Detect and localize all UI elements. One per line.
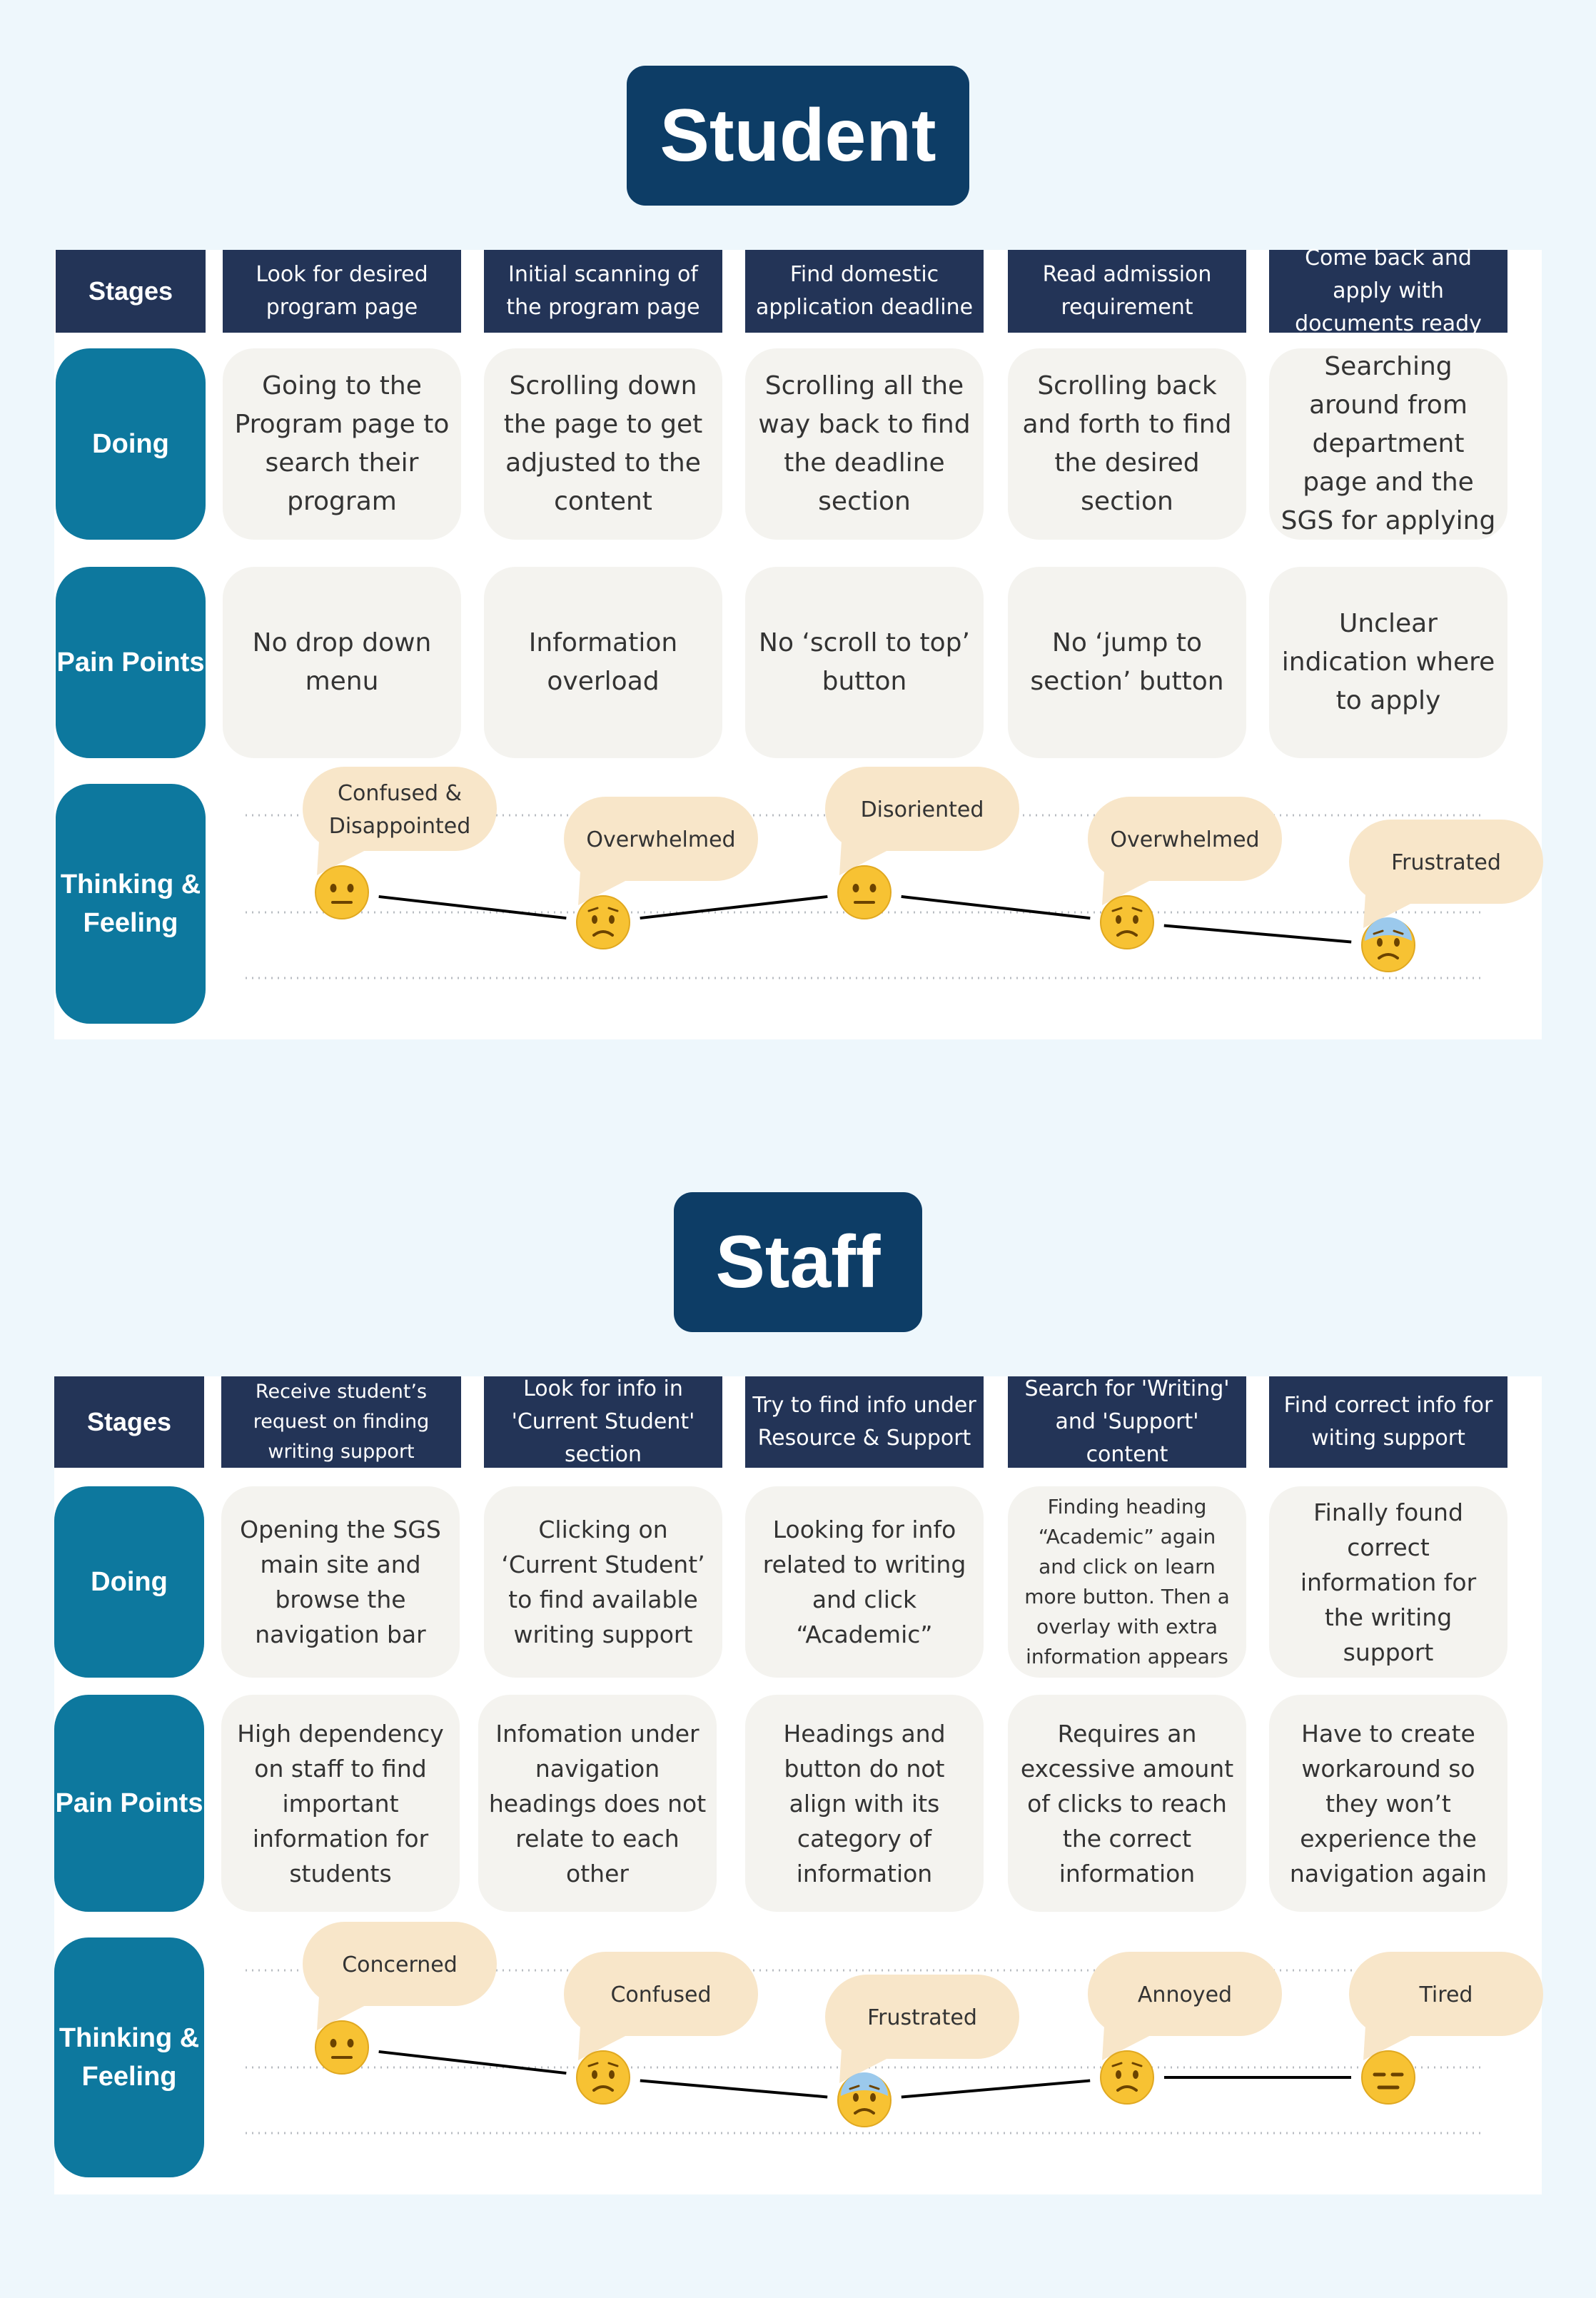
feeling-bubble: Disoriented bbox=[825, 767, 1019, 875]
stages-label: Stages bbox=[54, 1376, 204, 1468]
thinking-label-line1: Thinking & bbox=[60, 870, 201, 899]
feeling-connector bbox=[378, 2050, 567, 2075]
doing-label: Doing bbox=[54, 1486, 204, 1678]
stage-5: Find correct info for witing support bbox=[1269, 1376, 1507, 1468]
thinking-feeling-label: Thinking & Feeling bbox=[54, 1937, 204, 2177]
feeling-bubble: Frustrated bbox=[1349, 820, 1543, 928]
pain-point-cell-2: Infomation under navigation headings doe… bbox=[478, 1695, 717, 1912]
feeling-bubble: Overwhelmed bbox=[564, 797, 758, 905]
feeling-label: Confused bbox=[610, 1982, 711, 2007]
stage-5: Come back and apply with documents ready bbox=[1269, 246, 1507, 336]
worried-face-icon bbox=[1100, 2050, 1154, 2105]
pain-point-cell-5: Have to create workaround so they won’t … bbox=[1269, 1695, 1507, 1912]
journey-map-student: Stages Look for desired program page Ini… bbox=[54, 246, 1543, 1039]
doing-cell-1: Going to the Program page to search thei… bbox=[223, 348, 461, 540]
feeling-connector bbox=[378, 894, 567, 920]
feeling-connector bbox=[901, 2079, 1091, 2099]
doing-cell-4: Scrolling back and forth to find the des… bbox=[1008, 348, 1246, 540]
pain-point-cell-4: Requires an excessive amount of clicks t… bbox=[1008, 1695, 1246, 1912]
stage-2: Initial scanning of the program page bbox=[484, 250, 722, 333]
pain-point-cell-3: Headings and button do not align with it… bbox=[745, 1695, 984, 1912]
doing-cell-2: Scrolling down the page to get adjusted … bbox=[484, 348, 722, 540]
anxious-sweat-face-icon bbox=[1361, 917, 1415, 972]
stage-1: Look for desired program page bbox=[223, 250, 461, 333]
feeling-connector bbox=[1163, 924, 1352, 944]
section-title-student: Student bbox=[627, 66, 969, 206]
feeling-bubble: Tired bbox=[1349, 1952, 1543, 2060]
worried-face-icon bbox=[576, 895, 630, 949]
feeling-label: Frustrated bbox=[867, 2005, 977, 2030]
feeling-label: Confused &Disappointed bbox=[329, 781, 471, 839]
pain-points-label: Pain Points bbox=[56, 567, 206, 758]
feeling-bubble: Confused bbox=[564, 1952, 758, 2060]
neutral-face-icon bbox=[315, 2020, 369, 2075]
doing-cell-1: Opening the SGS main site and browse the… bbox=[221, 1486, 460, 1678]
feeling-bubble: Overwhelmed bbox=[1088, 797, 1282, 905]
doing-cell-5: Finally found correct information for th… bbox=[1269, 1486, 1507, 1678]
doing-cell-4: Finding heading “Academic” again and cli… bbox=[1008, 1486, 1246, 1678]
section-title-staff: Staff bbox=[674, 1192, 922, 1332]
neutral-face-icon bbox=[837, 865, 892, 919]
stage-1: Receive student’s request on finding wri… bbox=[221, 1376, 461, 1468]
doing-cell-5: Searching around from department page an… bbox=[1269, 348, 1507, 540]
doing-cell-3: Scrolling all the way back to find the d… bbox=[745, 348, 984, 540]
pain-point-cell-3: No ‘scroll to top’ button bbox=[745, 567, 984, 758]
feeling-bubble: Confused &Disappointed bbox=[303, 767, 497, 875]
feeling-label: Overwhelmed bbox=[586, 827, 735, 852]
pain-point-cell-2: Information overload bbox=[484, 567, 722, 758]
pain-point-cell-1: High dependency on staff to find importa… bbox=[221, 1695, 460, 1912]
expressionless-face-icon bbox=[1361, 2050, 1415, 2105]
journey-map-staff: Stages Receive student’s request on find… bbox=[54, 1376, 1543, 2194]
worried-face-icon bbox=[576, 2050, 630, 2105]
feeling-label: Concerned bbox=[342, 1952, 458, 1977]
thinking-feeling-label: Thinking & Feeling bbox=[56, 784, 206, 1024]
doing-cell-3: Looking for info related to writing and … bbox=[745, 1486, 984, 1678]
pain-points-label: Pain Points bbox=[54, 1695, 204, 1912]
feeling-connector bbox=[640, 2079, 828, 2099]
doing-cell-2: Clicking on ‘Current Student’ to find av… bbox=[484, 1486, 722, 1678]
feeling-label: Frustrated bbox=[1391, 850, 1501, 875]
pain-point-cell-1: No drop down menu bbox=[223, 567, 461, 758]
stage-2: Look for info in 'Current Student' secti… bbox=[484, 1376, 722, 1468]
feeling-bubble: Frustrated bbox=[825, 1975, 1019, 2083]
thinking-label-line2: Feeling bbox=[83, 908, 178, 938]
stage-4: Search for 'Writing' and 'Support' conte… bbox=[1008, 1376, 1246, 1468]
stage-3: Try to find info under Resource & Suppor… bbox=[745, 1376, 984, 1468]
pain-point-cell-5: Unclear indication where to apply bbox=[1269, 567, 1507, 758]
feeling-label: Disoriented bbox=[861, 797, 984, 822]
feeling-bubble: Concerned bbox=[303, 1922, 497, 2030]
thinking-label-line2: Feeling bbox=[81, 2062, 177, 2092]
worried-face-icon bbox=[1100, 895, 1154, 949]
anxious-sweat-face-icon bbox=[837, 2072, 892, 2127]
feeling-bubble: Annoyed bbox=[1088, 1952, 1282, 2060]
feeling-label: Annoyed bbox=[1138, 1982, 1232, 2007]
feeling-label: Tired bbox=[1419, 1982, 1473, 2007]
feeling-connector bbox=[901, 894, 1091, 920]
doing-label: Doing bbox=[56, 348, 206, 540]
feeling-connector bbox=[640, 894, 828, 920]
pain-point-cell-4: No ‘jump to section’ button bbox=[1008, 567, 1246, 758]
stages-label: Stages bbox=[56, 250, 206, 333]
stage-4: Read admission requirement bbox=[1008, 250, 1246, 333]
thinking-label-line1: Thinking & bbox=[59, 2023, 200, 2053]
neutral-face-icon bbox=[315, 865, 369, 919]
feeling-label: Overwhelmed bbox=[1110, 827, 1259, 852]
stage-3: Find domestic application deadline bbox=[745, 250, 984, 333]
